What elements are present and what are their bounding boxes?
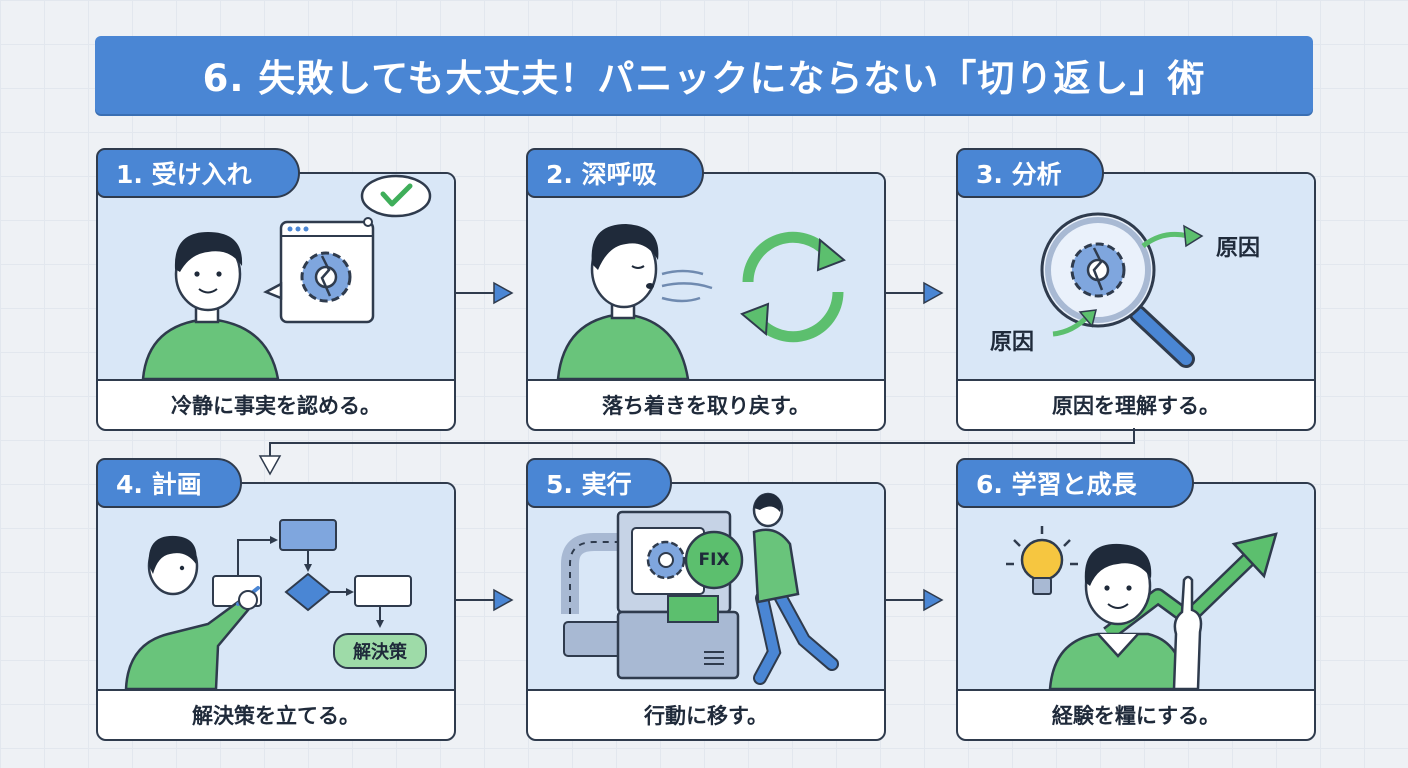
fix-badge: FIX: [698, 550, 730, 570]
flow-arrow-1-2: [454, 281, 514, 305]
analyze-illustration: 原因 原因: [958, 174, 1314, 381]
solution-badge: 解決策: [353, 642, 407, 663]
step-label-accept: 1. 受け入れ: [96, 148, 300, 198]
page-title: 6. 失敗しても大丈夫！パニックにならない「切り返し」術: [95, 36, 1313, 114]
step-caption: 落ち着きを取り戻す。: [602, 394, 810, 418]
step-caption: 経験を糧にする。: [1051, 704, 1221, 728]
step-label-analyze: 3. 分析: [956, 148, 1104, 198]
step-card-plan: 解決策 解決策を立てる。: [96, 482, 456, 741]
step-caption: 行動に移す。: [644, 704, 768, 728]
flow-arrow-2-3: [884, 281, 944, 305]
cause-label: 原因: [1216, 236, 1261, 261]
step-card-execute: FIX 行動に移す。: [526, 482, 886, 741]
cause-label: 原因: [990, 330, 1035, 355]
execute-illustration: FIX: [528, 484, 884, 691]
flow-arrow-4-5: [454, 588, 514, 612]
step-label-grow: 6. 学習と成長: [956, 458, 1194, 508]
step-label-plan: 4. 計画: [96, 458, 242, 508]
step-card-breathe: 落ち着きを取り戻す。: [526, 172, 886, 431]
plan-illustration: 解決策: [98, 484, 454, 691]
step-card-grow: 経験を糧にする。: [956, 482, 1316, 741]
flow-arrow-5-6: [884, 588, 944, 612]
step-label-breathe: 2. 深呼吸: [526, 148, 704, 198]
accept-illustration: [98, 174, 454, 381]
step-card-accept: 冷静に事実を認める。: [96, 172, 456, 431]
breathe-illustration: [528, 174, 884, 381]
step-card-analyze: 原因 原因 原因を理解する。: [956, 172, 1316, 431]
step-label-execute: 5. 実行: [526, 458, 672, 508]
grow-illustration: [958, 484, 1314, 691]
step-caption: 冷静に事実を認める。: [171, 394, 381, 418]
step-caption: 原因を理解する。: [1052, 394, 1220, 418]
step-caption: 解決策を立てる。: [192, 704, 360, 728]
